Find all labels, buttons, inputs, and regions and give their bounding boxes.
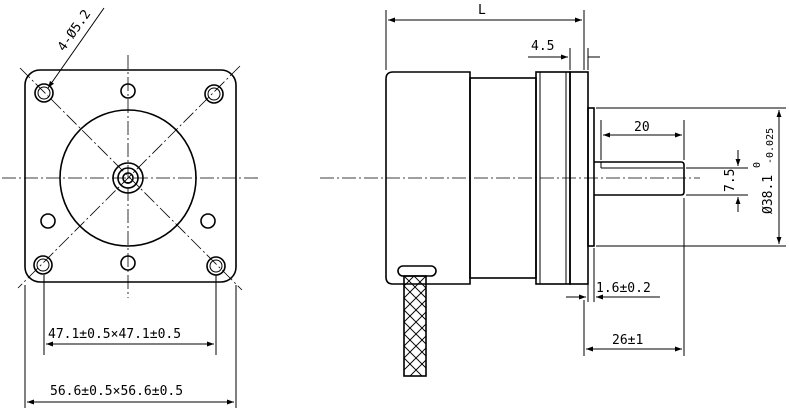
secondary-hole-top: [120, 83, 136, 99]
mounting-hole-bottom-left: [33, 255, 53, 275]
length-dim-label: L: [478, 3, 486, 18]
output-shaft: [594, 161, 685, 196]
pilot-step: [587, 107, 595, 247]
mounting-hole-top-right-inner: [207, 87, 221, 101]
cable: [403, 275, 427, 377]
secondary-hole-right: [200, 213, 216, 229]
outer-dim-label: 56.6±0.5×56.6±0.5: [50, 384, 183, 399]
front-shaft: [122, 172, 134, 184]
front-outer-square: [24, 69, 237, 283]
cable-hatch: [403, 275, 427, 377]
front-diagonal-1: [19, 67, 243, 291]
front-body-circle: [59, 109, 197, 247]
mounting-hole-top-left-inner: [37, 86, 51, 100]
flange-dim-label: 4.5: [531, 39, 554, 54]
rear-end-cap: [385, 71, 471, 285]
secondary-hole-left: [40, 213, 56, 229]
inner-dim-label: 47.1±0.5×47.1±0.5: [48, 327, 181, 342]
shaft-length-label: 26±1: [612, 333, 643, 348]
mounting-hole-bottom-left-inner: [36, 258, 50, 272]
front-diagonal-2: [17, 65, 241, 289]
pilot-tolerance-upper: 0: [752, 162, 763, 168]
front-hub-outer: [112, 162, 144, 194]
front-hub-middle: [117, 167, 139, 189]
pilot-diameter-label: Ø38.1: [761, 175, 776, 214]
front-view: 4-Ø5.2 47.1±0.5×47.1±0.5 56.6±0.5×56.6±0…: [2, 7, 258, 408]
mounting-hole-top-left: [34, 83, 54, 103]
mounting-hole-top-right: [204, 84, 224, 104]
pilot-height-label: 1.6±0.2: [596, 281, 651, 296]
pilot-tolerance-lower: -0.025: [765, 128, 776, 164]
flat-length-dim-label: 20: [634, 120, 650, 135]
shaft-flat-dim-label: 7.5: [723, 169, 738, 192]
side-view: L 4.5 20 7.5 Ø38.1 0 -0.025 1.6±0.2: [320, 3, 786, 377]
hole-spec-leader: [47, 7, 105, 89]
secondary-hole-bottom: [120, 255, 136, 271]
mounting-hole-bottom-right-inner: [209, 259, 223, 273]
cable-grommet: [397, 265, 437, 277]
